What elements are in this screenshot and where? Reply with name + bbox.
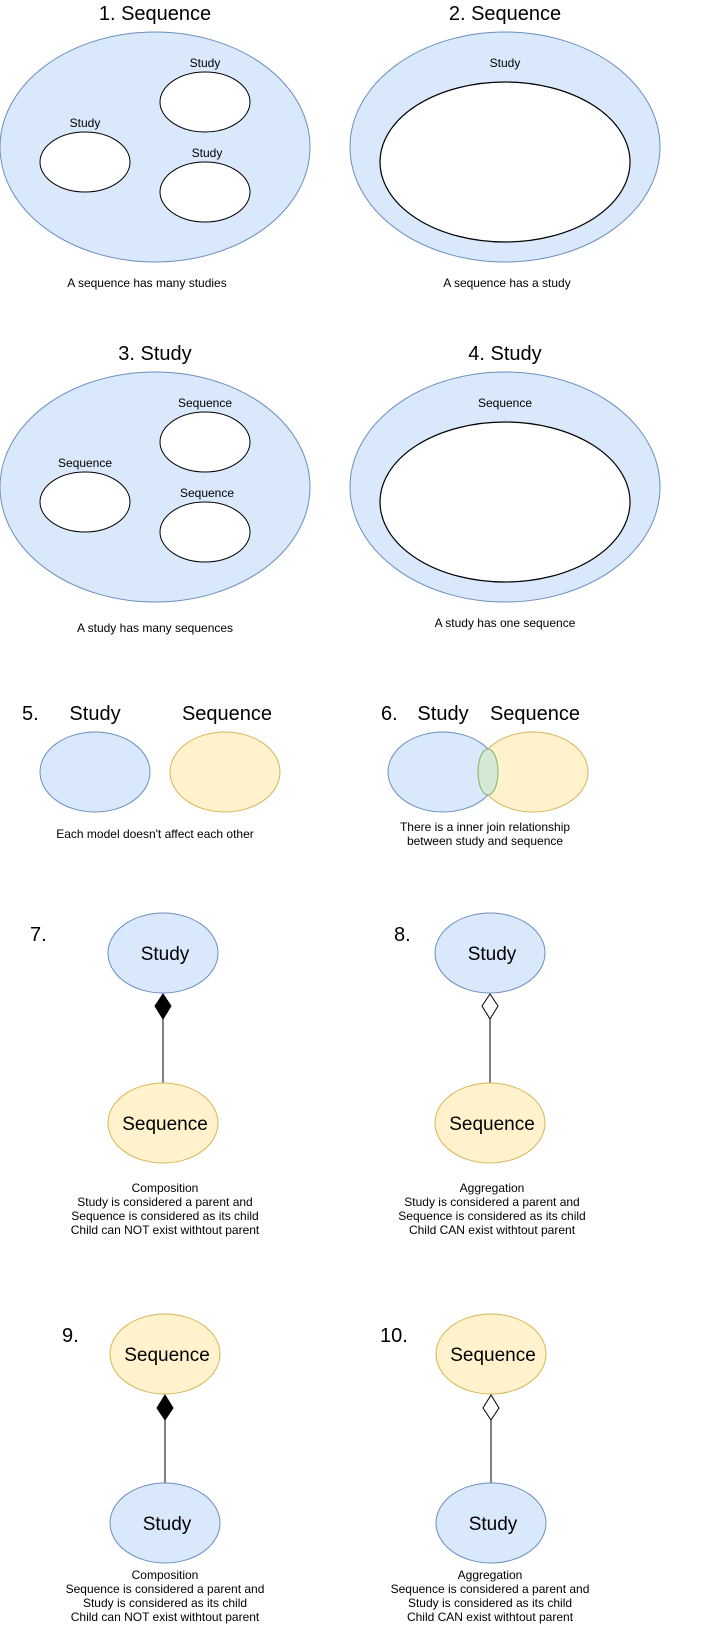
intersection-region — [477, 748, 499, 796]
top-node-label: Study — [468, 944, 517, 965]
composition-diamond — [154, 993, 172, 1020]
composition-diamond — [156, 1394, 174, 1421]
diagram-2: 2. Sequence Study A sequence has a study — [349, 3, 661, 290]
inner-label: Sequence — [478, 396, 532, 410]
diagram-7-caption-line-2: Study is considered a parent and — [77, 1195, 252, 1209]
inner-label-left: Sequence — [58, 456, 112, 470]
sequence-ellipse-bottom-right — [159, 501, 251, 563]
diagram-3-title: 3. Study — [118, 343, 191, 365]
label-sequence: Sequence — [182, 703, 272, 725]
study-circle — [39, 731, 151, 813]
diagram-8: 8. Study Sequence Aggregation Study is c… — [394, 912, 586, 1237]
diagram-7-caption-line-4: Child can NOT exist withtout parent — [71, 1223, 260, 1237]
study-node — [435, 1482, 547, 1564]
inner-label-top-right: Sequence — [178, 396, 232, 410]
diagram-9-caption-line-1: Composition — [132, 1568, 199, 1582]
inner-label-bottom-right: Study — [192, 146, 223, 160]
study-node — [107, 912, 219, 994]
inner-label-top-right: Study — [190, 56, 221, 70]
study-node — [109, 1482, 221, 1564]
diagram-10-caption-line-2: Sequence is considered a parent and — [391, 1582, 590, 1596]
sequence-node — [435, 1313, 547, 1395]
study-ellipse-bottom-right — [159, 161, 251, 223]
diagram-8-caption-line-3: Sequence is considered as its child — [398, 1209, 585, 1223]
label-study: Study — [417, 703, 468, 725]
diagram-9-caption-line-4: Child can NOT exist withtout parent — [71, 1610, 260, 1624]
diagram-9-caption-line-3: Study is considered as its child — [83, 1596, 247, 1610]
diagram-5-caption: Each model doesn't affect each other — [56, 827, 254, 841]
bottom-node-label: Sequence — [449, 1114, 535, 1135]
diagram-10: 10. Sequence Study Aggregation Sequence … — [380, 1313, 590, 1624]
inner-label: Study — [490, 56, 521, 70]
study-inner-ellipse — [379, 81, 631, 243]
diagram-9: 9. Sequence Study Composition Sequence i… — [62, 1313, 265, 1624]
label-sequence: Sequence — [490, 703, 580, 725]
diagram-9-number: 9. — [62, 1325, 79, 1347]
top-node-label: Sequence — [124, 1345, 210, 1366]
bottom-node-label: Study — [143, 1514, 192, 1535]
diagram-6-number: 6. — [381, 703, 398, 725]
diagram-3: 3. Study Sequence Sequence Sequence A st… — [0, 343, 311, 635]
diagram-8-caption-line-1: Aggregation — [460, 1181, 525, 1195]
diagram-1-caption: A sequence has many studies — [67, 276, 226, 290]
sequence-ellipse-left — [39, 471, 131, 533]
diagram-5: 5. Study Sequence Each model doesn't aff… — [22, 703, 281, 841]
diagram-7-caption-line-1: Composition — [132, 1181, 199, 1195]
diagram-4: 4. Study Sequence A study has one sequen… — [349, 343, 661, 630]
aggregation-diamond — [481, 993, 499, 1020]
diagram-7-number: 7. — [30, 924, 47, 946]
diagram-6: 6. Study Sequence There is a inner join … — [381, 703, 589, 848]
study-ellipse-top-right — [159, 71, 251, 133]
top-node-label: Study — [141, 944, 190, 965]
diagram-4-caption: A study has one sequence — [435, 616, 576, 630]
sequence-ellipse-top-right — [159, 411, 251, 473]
diagram-4-title: 4. Study — [468, 343, 541, 365]
diagram-1: 1. Sequence Study Study Study A sequence… — [0, 3, 311, 290]
diagram-9-caption-line-2: Sequence is considered a parent and — [66, 1582, 265, 1596]
bottom-node-label: Study — [469, 1514, 518, 1535]
study-node — [434, 912, 546, 994]
diagram-10-caption-line-4: Child CAN exist withtout parent — [407, 1610, 574, 1624]
diagram-8-caption-line-4: Child CAN exist withtout parent — [409, 1223, 576, 1237]
diagram-10-number: 10. — [380, 1325, 408, 1347]
diagram-2-title: 2. Sequence — [449, 3, 561, 25]
label-study: Study — [69, 703, 120, 725]
diagram-5-number: 5. — [22, 703, 39, 725]
diagram-10-caption-line-3: Study is considered as its child — [408, 1596, 572, 1610]
sequence-circle — [169, 731, 281, 813]
sequence-node — [434, 1082, 546, 1164]
diagram-7-caption-line-3: Sequence is considered as its child — [71, 1209, 258, 1223]
diagram-8-caption-line-2: Study is considered a parent and — [404, 1195, 579, 1209]
aggregation-diamond — [482, 1394, 500, 1421]
sequence-node — [109, 1313, 221, 1395]
diagram-3-caption: A study has many sequences — [77, 621, 233, 635]
sequence-inner-ellipse — [379, 421, 631, 583]
sequence-node — [107, 1082, 219, 1164]
bottom-node-label: Sequence — [122, 1114, 208, 1135]
top-node-label: Sequence — [450, 1345, 536, 1366]
study-ellipse-left — [39, 131, 131, 193]
diagram-1-title: 1. Sequence — [99, 3, 211, 25]
inner-label-bottom-right: Sequence — [180, 486, 234, 500]
diagram-7: 7. Study Sequence Composition Study is c… — [30, 912, 260, 1237]
diagram-8-number: 8. — [394, 924, 411, 946]
inner-label-left: Study — [70, 116, 101, 130]
diagram-10-caption-line-1: Aggregation — [458, 1568, 523, 1582]
diagram-6-caption-line-2: between study and sequence — [407, 834, 563, 848]
diagram-2-caption: A sequence has a study — [443, 276, 570, 290]
diagram-6-caption-line-1: There is a inner join relationship — [400, 820, 570, 834]
